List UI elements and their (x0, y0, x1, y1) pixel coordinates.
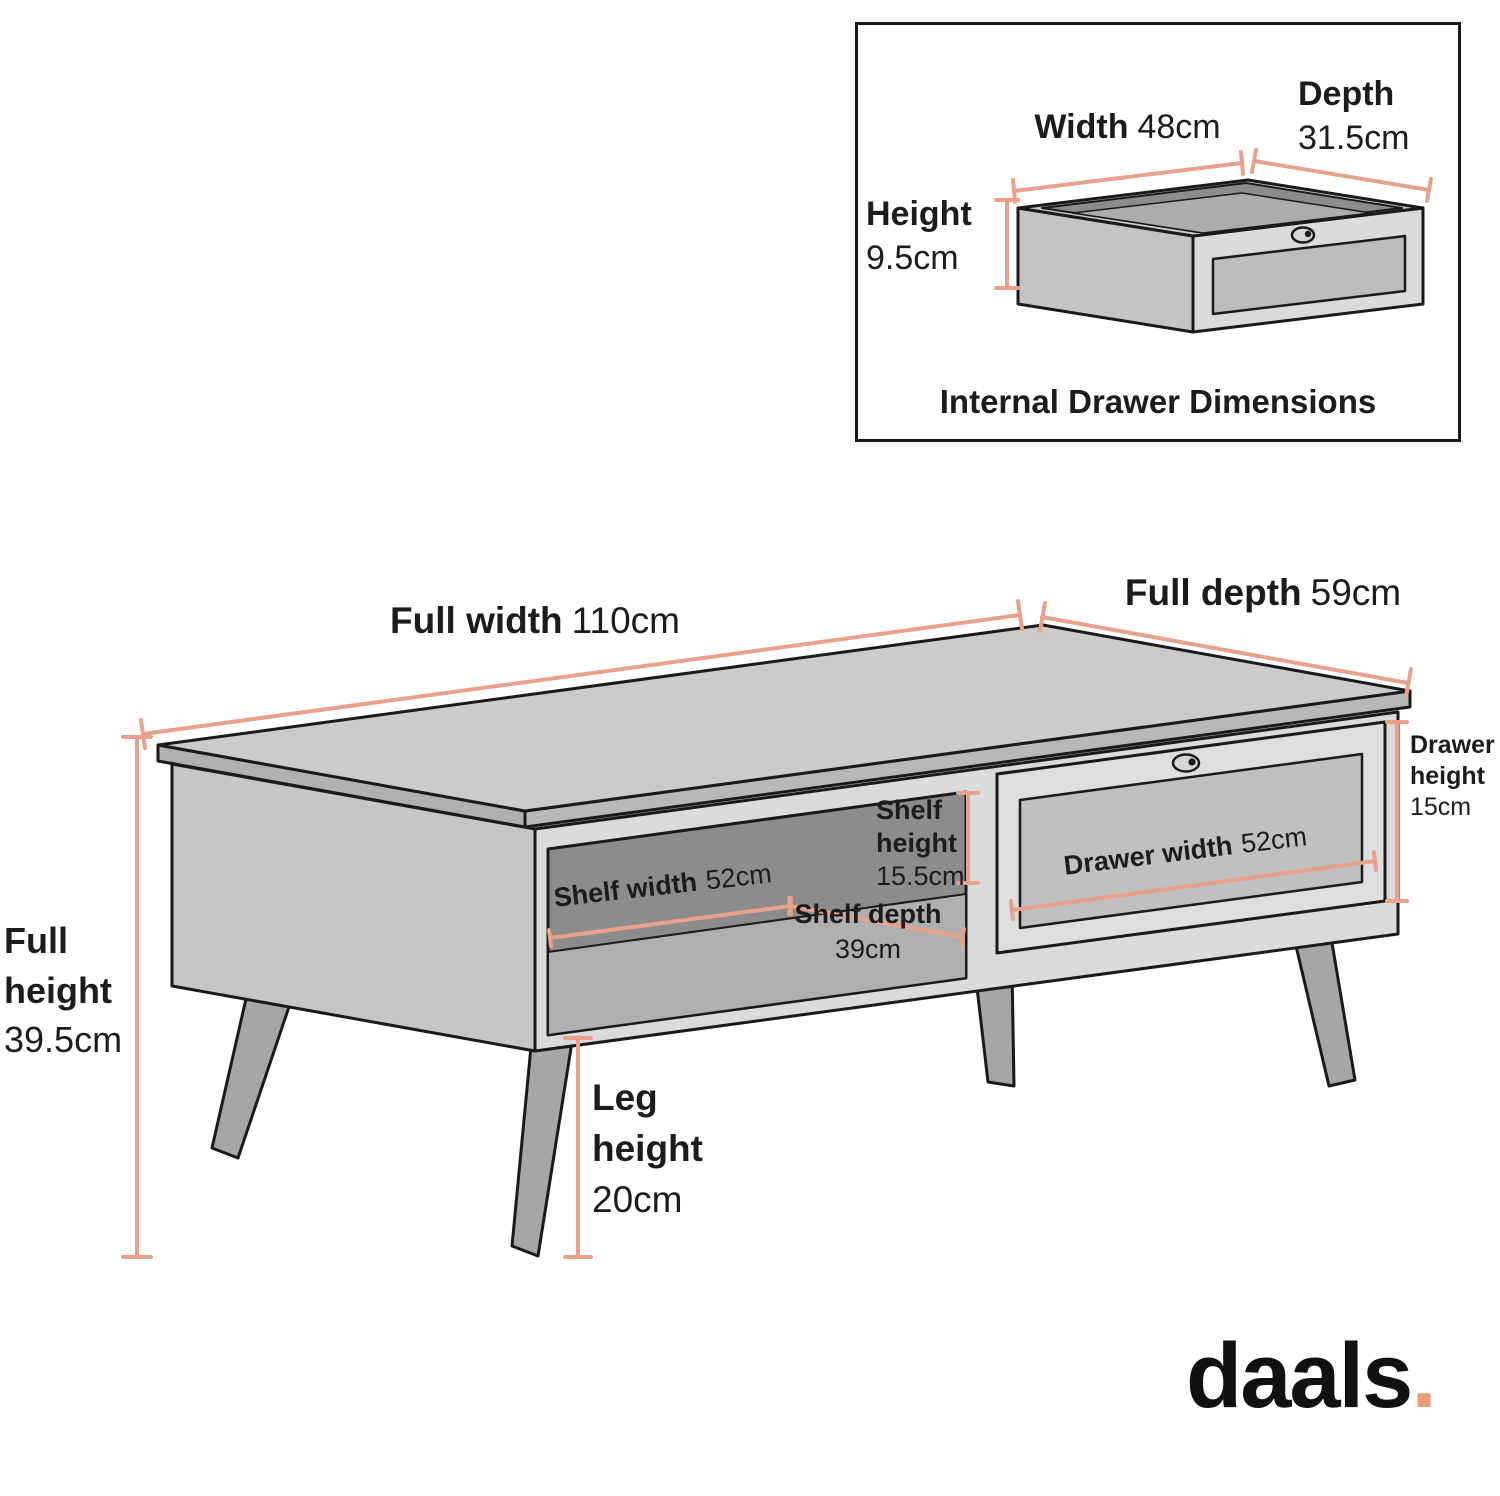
shelf-height-label: Shelf height 15.5cm (876, 794, 971, 893)
inset-depth-label: Depth 31.5cm (1298, 72, 1438, 160)
shelf-height-name: Shelf height (876, 795, 957, 858)
inset-depth-line (1250, 148, 1433, 203)
drawer-height-name: Drawer height (1410, 731, 1495, 790)
inset-box-title: Internal Drawer Dimensions (939, 383, 1377, 420)
full-width-value: 110cm (571, 600, 680, 641)
table-leg-left (210, 988, 294, 1160)
full-width-name: Full width (390, 600, 563, 641)
full-height-line (121, 735, 153, 1259)
inset-depth-value: 31.5cm (1298, 119, 1410, 158)
table-drawer-handle-dot (1188, 758, 1196, 766)
full-depth-name: Full depth (1124, 572, 1302, 613)
leg-height-name: Leg height (592, 1077, 703, 1170)
drawer-glass-panel (1211, 234, 1407, 316)
internal-drawer-drawing (1016, 178, 1425, 334)
full-width-line (139, 599, 1024, 750)
drawer-width-value: 52cm (1239, 821, 1309, 860)
drawer-height-line (1385, 720, 1409, 903)
inset-height-label: Height 9.5cm (866, 192, 1006, 280)
inset-depth-name: Depth (1298, 75, 1395, 113)
logo-dot: . (1411, 1325, 1437, 1427)
shelf-depth-line (787, 896, 966, 947)
drawer-interior-floor (1072, 192, 1372, 234)
full-depth-line (1038, 601, 1413, 699)
shelf-depth-name: Shelf depth (794, 899, 942, 929)
table-drawer-glass (1018, 752, 1364, 930)
drawer-height-label: Drawer height 15cm (1410, 730, 1500, 823)
drawer-handle-dot (1304, 230, 1312, 238)
full-height-name: Full height (4, 920, 112, 1011)
drawer-height-value: 15cm (1410, 793, 1472, 821)
shelf-depth-value: 39cm (834, 934, 902, 965)
full-height-value: 39.5cm (4, 1019, 123, 1061)
shelf-width-value: 52cm (704, 858, 774, 896)
tabletop-surface (156, 623, 1412, 813)
inset-height-value: 9.5cm (866, 239, 959, 278)
drawer-width-line (1009, 850, 1378, 921)
inset-width-name: Width (1034, 108, 1129, 146)
inset-height-name: Height (866, 195, 972, 233)
daals-logo: daals. (1186, 1330, 1437, 1422)
leg-height-line (563, 1036, 593, 1259)
table-leg-front (510, 1034, 574, 1258)
full-depth-value: 59cm (1310, 572, 1402, 613)
coffee-table-drawing (156, 623, 1412, 1258)
shelf-depth-label: Shelf depth 39cm (788, 897, 948, 967)
leg-height-label: Leg height 20cm (592, 1072, 722, 1225)
logo-wordmark: daals (1186, 1325, 1413, 1427)
internal-drawer-dimensions-box (855, 22, 1461, 442)
leg-height-value: 20cm (592, 1179, 683, 1221)
full-height-label: Full height 39.5cm (4, 916, 130, 1065)
dimension-lines (121, 148, 1433, 1259)
shelf-height-value: 15.5cm (876, 860, 965, 891)
inset-height-line (994, 198, 1020, 290)
shelf-height-line (956, 791, 980, 885)
inset-width-value: 48cm (1137, 108, 1221, 146)
